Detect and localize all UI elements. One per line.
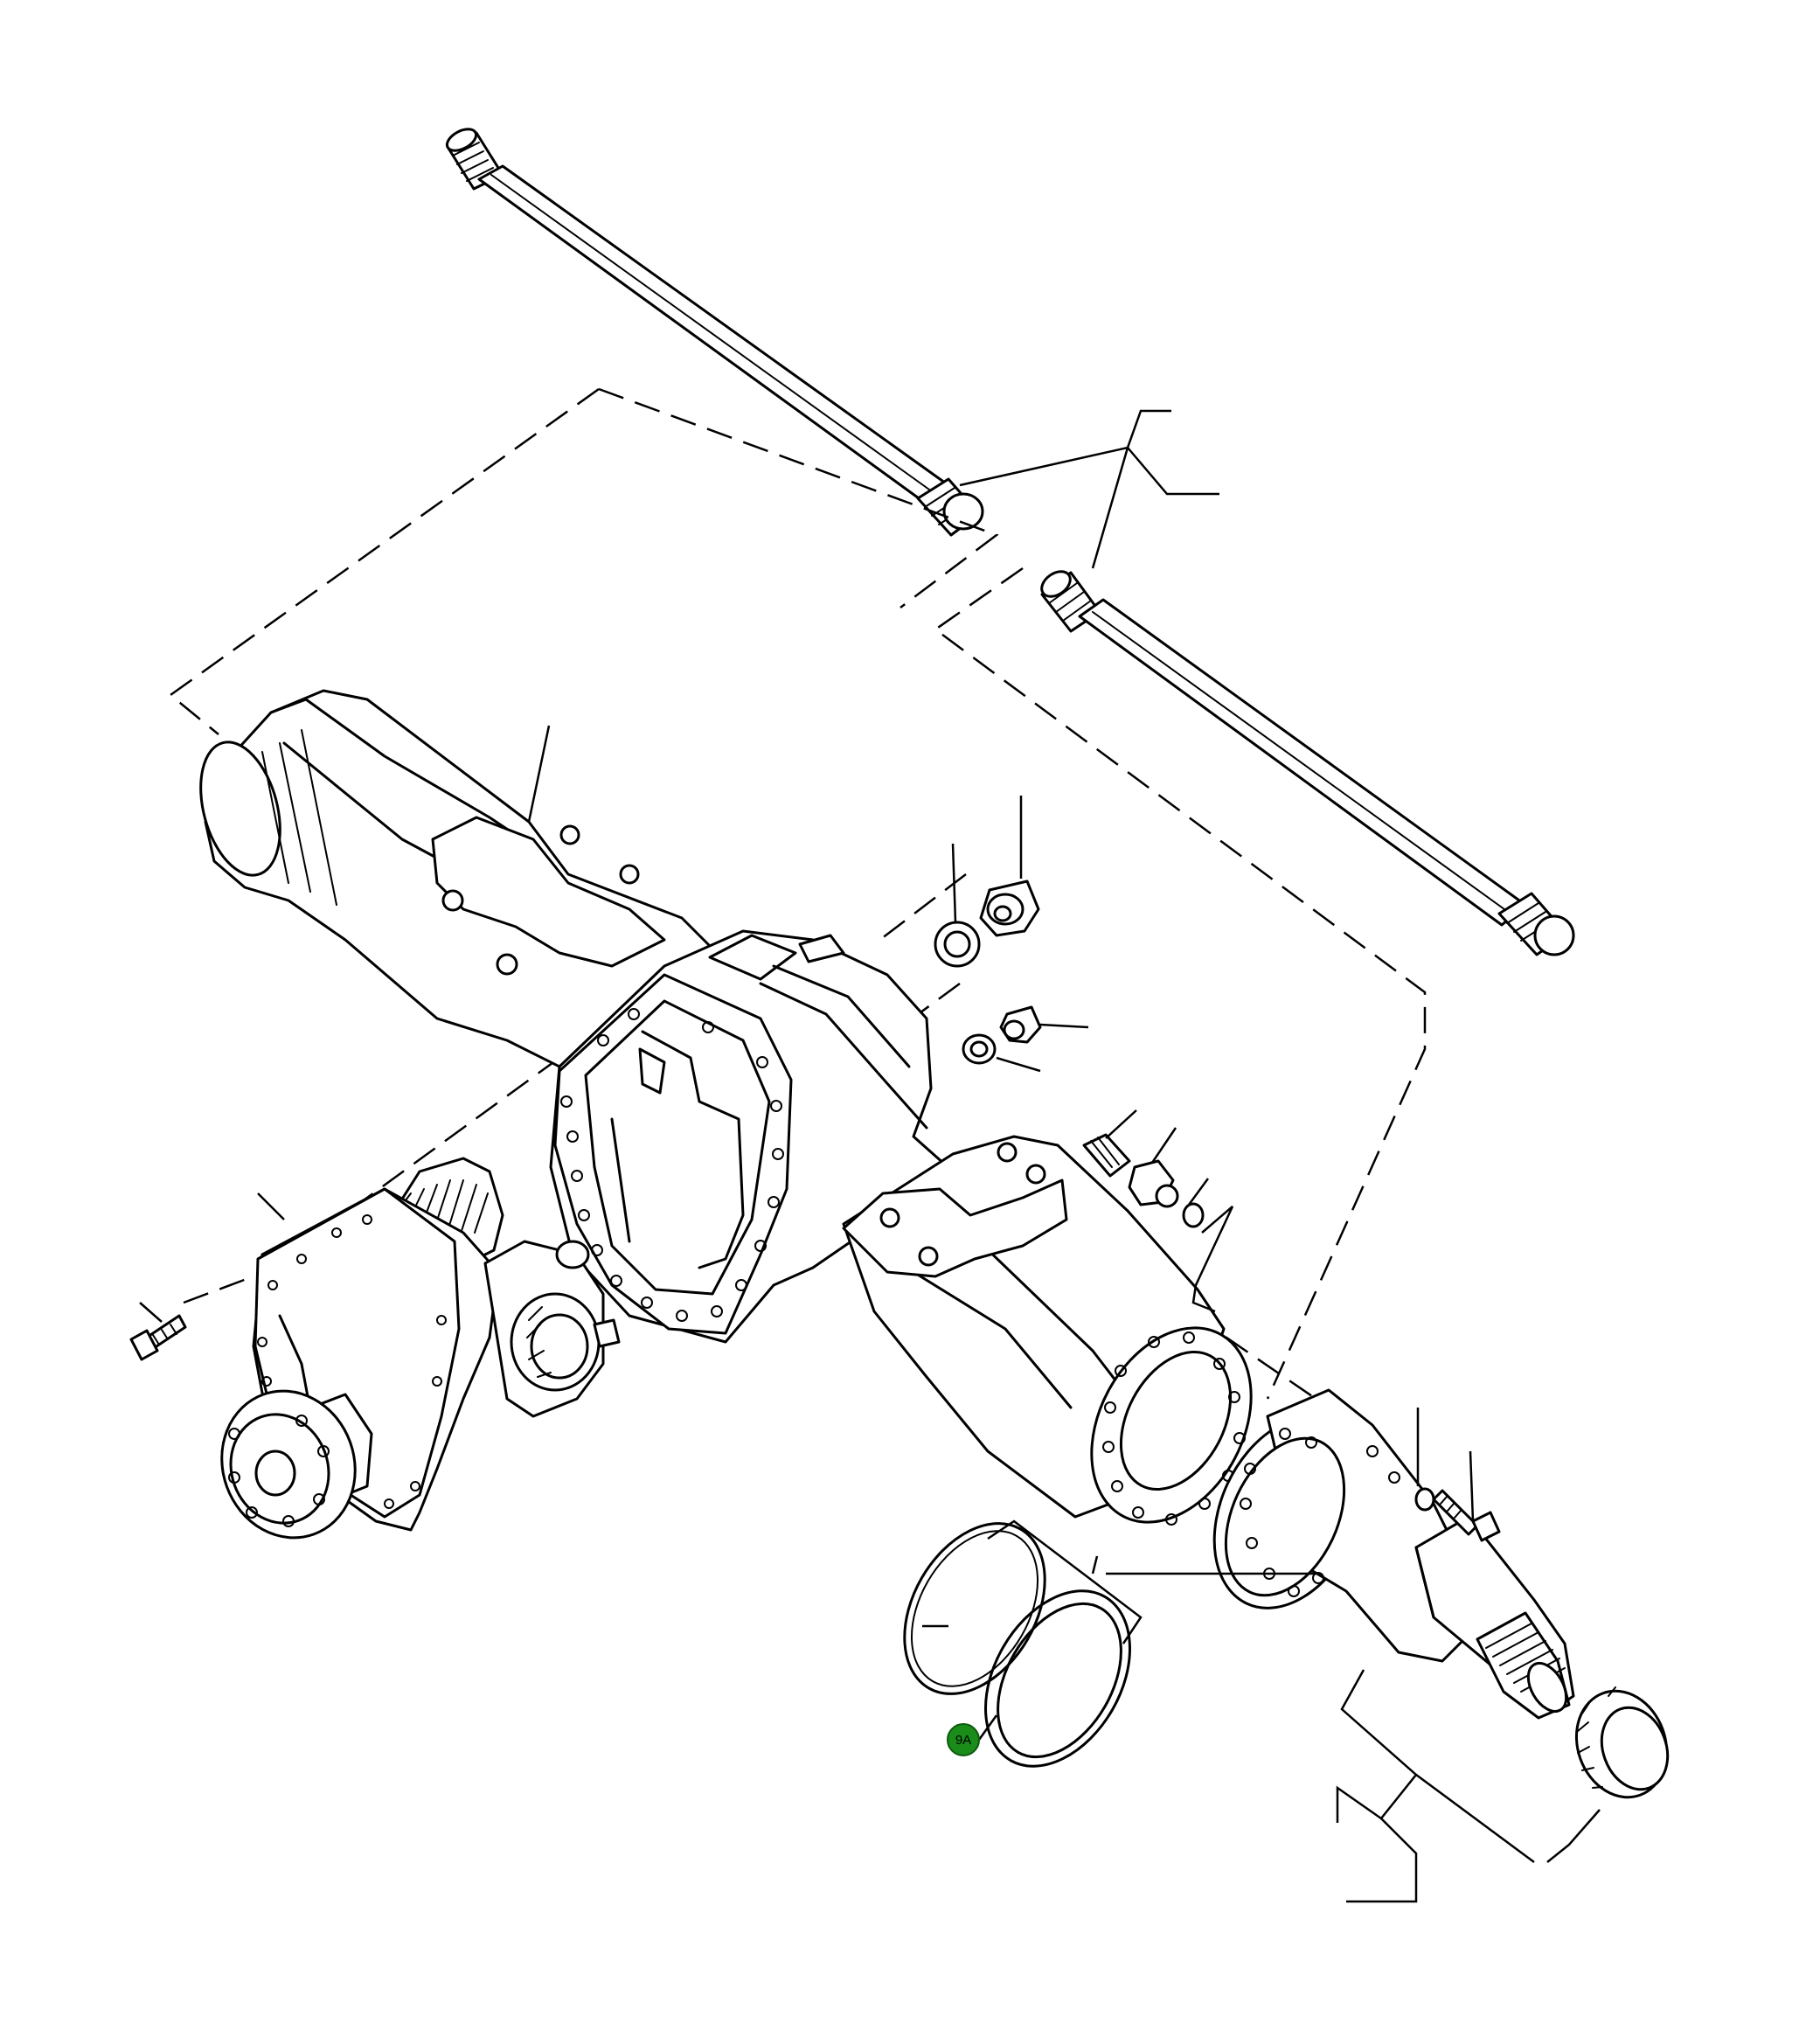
carrier-flange-holes: [257, 1214, 447, 1509]
shaft-reference-bracket: [959, 409, 1219, 569]
breather-valve: [1082, 1109, 1234, 1313]
differential-carrier: [129, 1157, 621, 1540]
callout-9a[interactable]: 9A: [947, 1723, 980, 1756]
lower-axle-shaft: [1040, 570, 1575, 956]
hub-carrier: [1106, 1388, 1575, 1720]
flange-bolt-holes: [560, 1008, 784, 1322]
filler-plug-upper: [934, 796, 1040, 968]
callout-9a-label: 9A: [955, 1733, 971, 1748]
o-ring: [903, 1522, 1046, 1695]
upper-axle-shaft: [445, 128, 984, 537]
ring-reference-bracket: [987, 1519, 1143, 1644]
drain-plug: [962, 1005, 1089, 1073]
hub-nut: [1546, 1686, 1670, 1863]
hub-reference-bracket: [1336, 1669, 1535, 1903]
bearing-ring: [977, 1589, 1131, 1768]
end-flange-holes: [1102, 1331, 1246, 1526]
yoke-bolt-holes: [228, 1415, 330, 1527]
housing-leaders: [527, 725, 551, 823]
hub-flange-holes: [1240, 1428, 1400, 1597]
callout-9a-marker: [947, 1723, 980, 1756]
axle-housing: [199, 689, 1253, 1526]
